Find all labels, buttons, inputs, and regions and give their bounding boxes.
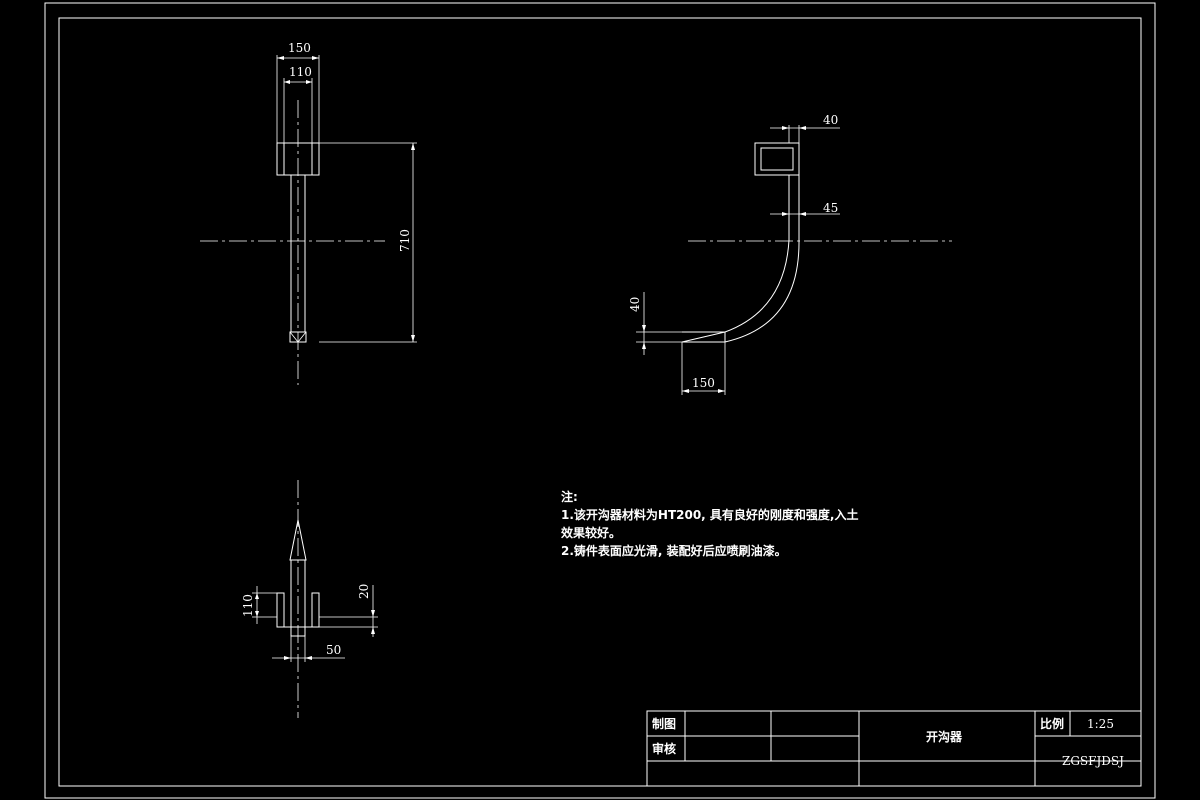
inner-frame	[58, 17, 1142, 787]
dim-plan-width: 50	[326, 643, 341, 657]
notes-line-1: 1.该开沟器材料为HT200, 具有良好的刚度和强度,入土	[561, 508, 859, 522]
dim-side-height: 710	[398, 229, 412, 252]
scale-label: 比例	[1040, 716, 1064, 731]
title-block: 制图 审核 开沟器 比例 1:25 ZGSFJDSJ	[646, 710, 1142, 787]
technical-notes: 注: 1.该开沟器材料为HT200, 具有良好的刚度和强度,入土 效果较好。 2…	[561, 488, 921, 560]
side-view: 150 110 710	[200, 41, 417, 385]
part-name: 开沟器	[926, 729, 963, 744]
notes-line-3: 2.铸件表面应光滑, 装配好后应喷刷油漆。	[561, 544, 787, 558]
dim-curve-mid: 45	[823, 201, 838, 215]
notes-line-2: 效果较好。	[561, 526, 622, 540]
dim-side-inner-width: 110	[289, 65, 312, 79]
plan-view: 110 20 50	[241, 480, 378, 718]
dim-plan-offset: 20	[357, 584, 371, 599]
dim-plan-height: 110	[241, 594, 255, 617]
curved-view: 40 45 40 150	[628, 113, 952, 395]
outer-frame	[44, 2, 1156, 799]
scale-value: 1:25	[1087, 717, 1114, 731]
notes-title: 注:	[561, 490, 578, 504]
checked-by-label: 审核	[652, 741, 676, 756]
dim-curve-top: 40	[823, 113, 838, 127]
drawing-code: ZGSFJDSJ	[1062, 754, 1124, 768]
dim-curve-toe-height: 40	[628, 297, 642, 312]
dim-side-top-width: 150	[288, 41, 311, 55]
dim-curve-toe-length: 150	[692, 376, 715, 390]
drawn-by-label: 制图	[652, 716, 676, 731]
